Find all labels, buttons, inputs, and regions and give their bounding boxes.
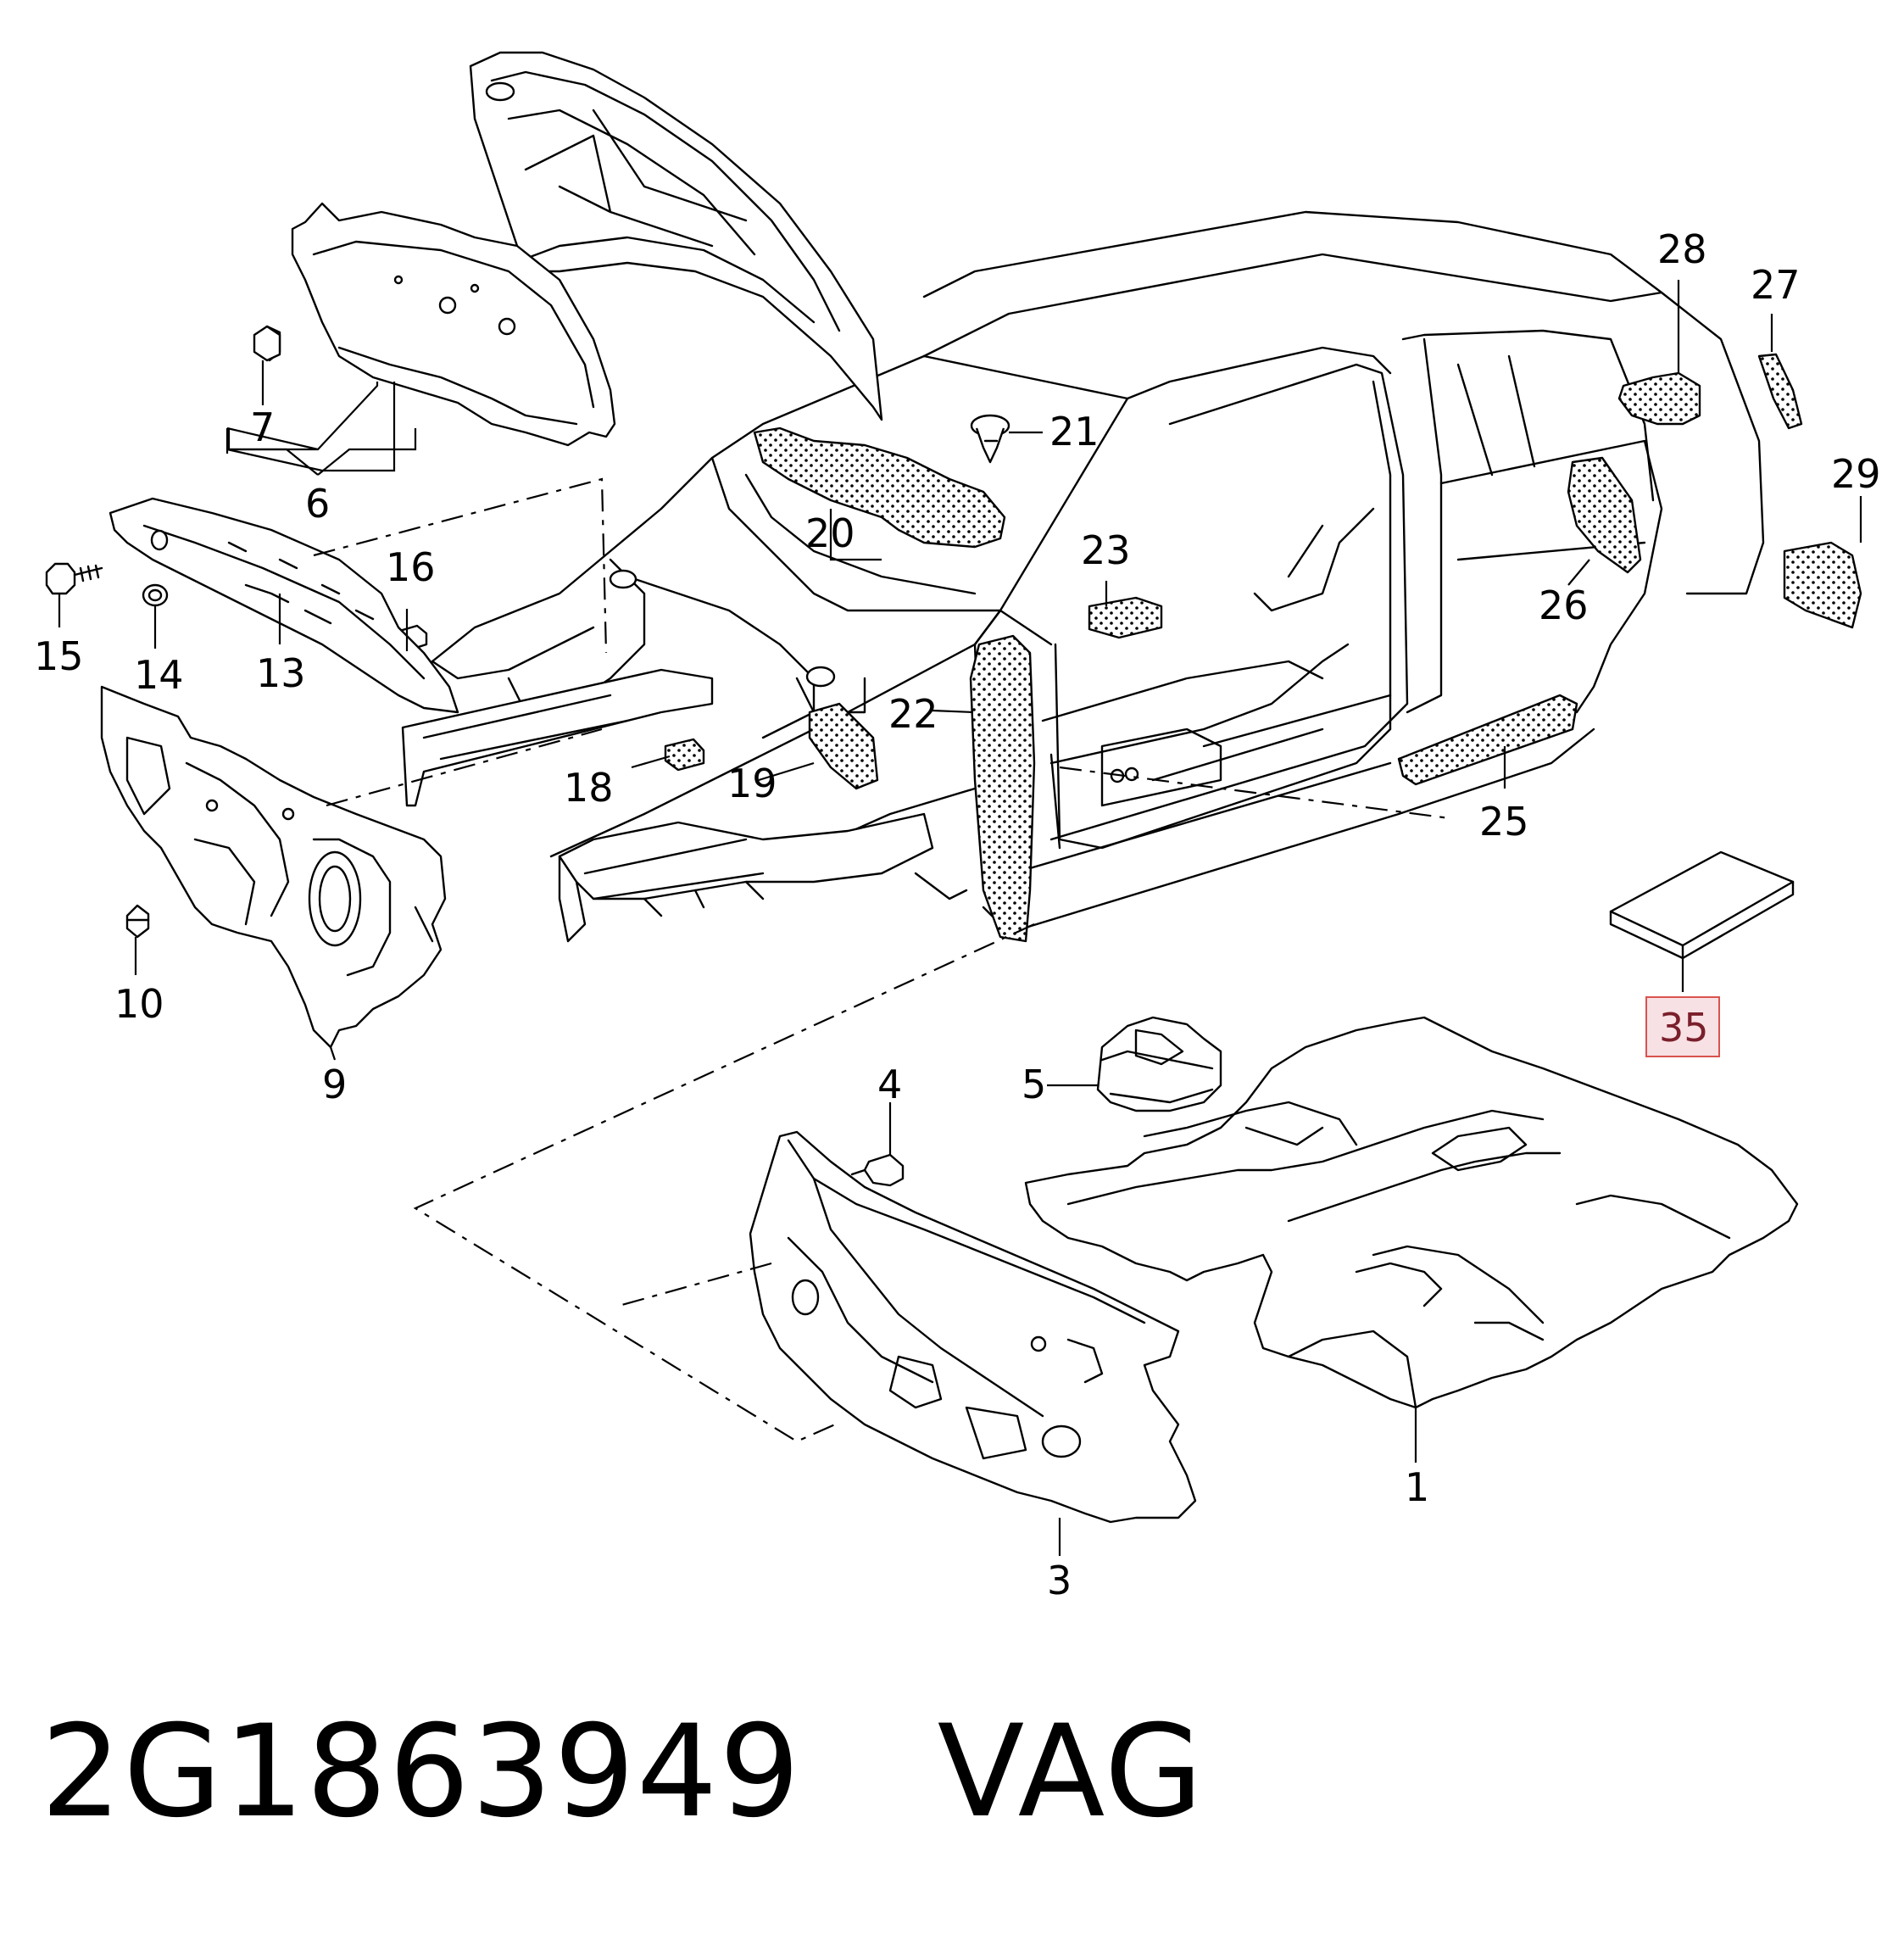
- callout-labels: 7 6 15 14 13 16 10 9 18 19 20 21 23 22 2…: [34, 226, 1881, 1603]
- footer-caption: 2G1863949 VAG: [41, 1687, 1205, 1857]
- callout-18: 18: [564, 765, 614, 811]
- part-14-clip: [142, 583, 169, 607]
- callout-9: 9: [322, 1062, 347, 1107]
- part-9-dash-insulator: [100, 685, 447, 1049]
- part-27-foam-strip: [1757, 353, 1803, 430]
- car-body-shell: [401, 210, 1765, 943]
- callout-25: 25: [1479, 799, 1529, 845]
- part-18-foam-block: [664, 738, 705, 772]
- brand-label: VAG: [937, 1698, 1205, 1846]
- leader-lines: [58, 280, 1862, 1556]
- callout-20: 20: [805, 510, 855, 556]
- part-10-clip: [125, 904, 150, 939]
- callout-6: 6: [305, 481, 330, 527]
- part-20-insulation-pad: [753, 426, 1006, 549]
- callout-4: 4: [877, 1062, 902, 1107]
- part-23-foam-block: [1088, 596, 1163, 639]
- part-21-clip: [970, 414, 1010, 464]
- part-35-mat: [1609, 850, 1795, 960]
- callout-7: 7: [250, 404, 275, 450]
- part-22-pillar-foam: [969, 634, 1036, 943]
- part-28-foam: [1617, 371, 1701, 426]
- callout-21: 21: [1049, 409, 1100, 454]
- part-19-foam: [808, 702, 879, 790]
- bonnet-panel: [469, 51, 883, 421]
- part-25-sill-foam: [1397, 694, 1578, 786]
- part-4-grommet: [850, 1153, 905, 1187]
- part-15-screw: [45, 562, 103, 595]
- part-number: 2G1863949: [41, 1698, 802, 1846]
- callout-29: 29: [1831, 451, 1881, 497]
- callout-26: 26: [1539, 583, 1589, 628]
- callout-35-highlight: [1645, 996, 1720, 1057]
- part-13-plenum-trim: [109, 497, 459, 714]
- callout-10: 10: [114, 981, 164, 1027]
- callout-19: 19: [727, 761, 777, 806]
- callout-3: 3: [1047, 1558, 1072, 1603]
- callout-35: 35: [1659, 1005, 1709, 1051]
- callout-28: 28: [1657, 226, 1707, 272]
- callout-16: 16: [386, 544, 436, 590]
- callout-23: 23: [1081, 527, 1131, 573]
- callout-22: 22: [888, 691, 938, 737]
- callout-27: 27: [1751, 262, 1801, 308]
- callout-15: 15: [34, 633, 84, 679]
- callout-5: 5: [1022, 1062, 1046, 1107]
- dashed-group-lines: [313, 477, 1450, 1443]
- callout-13: 13: [256, 650, 306, 696]
- part-5-box: [1096, 1016, 1222, 1112]
- part-29-foam-pad: [1783, 541, 1862, 629]
- callout-14: 14: [134, 652, 184, 698]
- part-3-bulkhead: [749, 1130, 1197, 1524]
- part-26-foam: [1567, 456, 1642, 574]
- part-1-floor-carpet: [1024, 1016, 1799, 1409]
- part-7-clip: [253, 325, 281, 362]
- callout-1: 1: [1405, 1464, 1429, 1510]
